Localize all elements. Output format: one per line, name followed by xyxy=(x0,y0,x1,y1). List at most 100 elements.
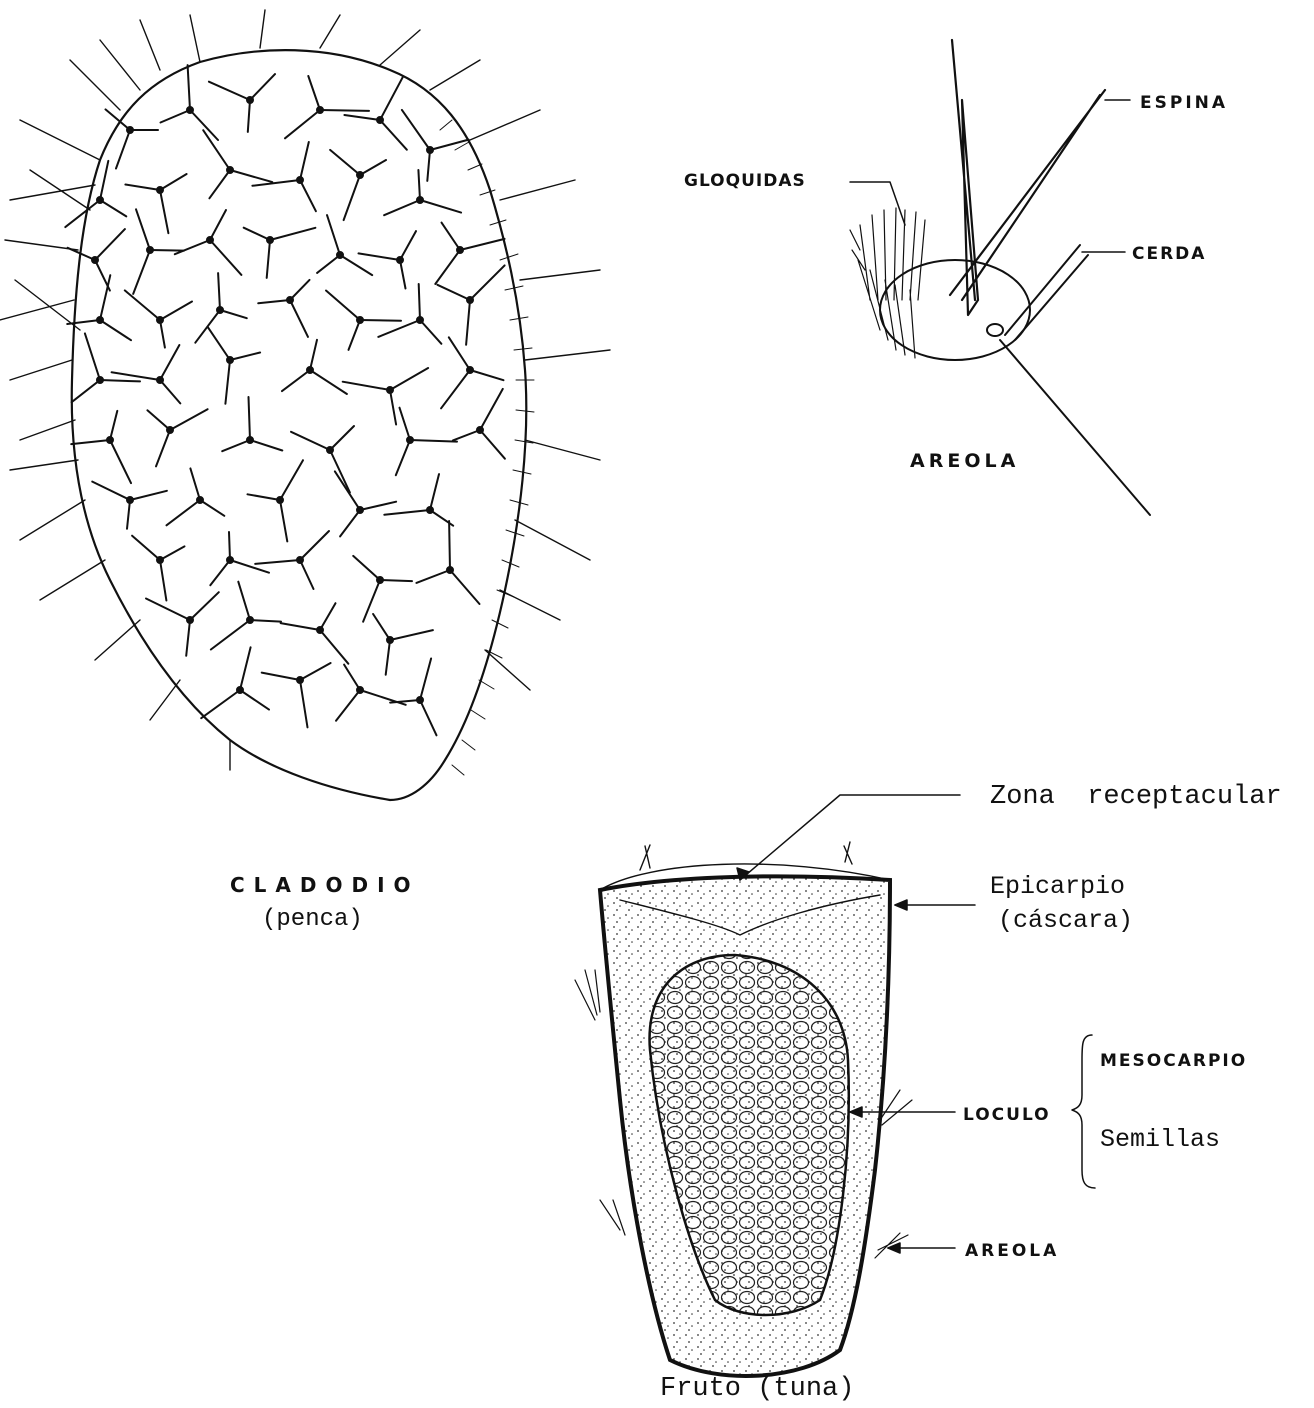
pad-areole-dot xyxy=(287,297,293,303)
pad-areole-dot xyxy=(97,197,103,203)
pad-areole-dot xyxy=(107,437,113,443)
zona-leader xyxy=(740,795,960,880)
pad-spine xyxy=(146,599,190,621)
pad-spine xyxy=(110,411,117,440)
pad-spine xyxy=(258,300,290,303)
pad-areole-dot xyxy=(227,357,233,363)
pad-areole-dot xyxy=(247,437,253,443)
pad-spine xyxy=(336,690,360,721)
espina-label: ESPINA xyxy=(1140,93,1228,113)
pad-areole-dot xyxy=(317,107,323,113)
epicarpio-sub-label: (cáscara) xyxy=(998,906,1133,935)
pad-spine xyxy=(167,500,201,525)
pad-areole-dot xyxy=(277,497,283,503)
pad-spine xyxy=(230,170,272,182)
pad-spine xyxy=(250,620,281,622)
pad-areole-dot xyxy=(417,197,423,203)
pad-areole-dot xyxy=(387,637,393,643)
pad-areole-dot xyxy=(167,427,173,433)
pad-spine xyxy=(420,200,461,213)
pad-spine xyxy=(72,380,100,402)
pad-spine xyxy=(188,65,190,110)
pad-spine xyxy=(240,647,251,690)
cladode-subtitle: (penca) xyxy=(262,906,363,933)
pad-spine xyxy=(100,200,126,216)
gloquidas-label: GLOQUIDAS xyxy=(684,171,806,191)
pad-spine xyxy=(190,592,219,620)
pad-spine xyxy=(209,170,230,198)
pad-spine xyxy=(160,320,165,348)
areole-leader-lines xyxy=(850,100,1130,252)
pad-spine xyxy=(441,370,470,408)
pad-spine xyxy=(300,680,308,727)
pad-areole-dot xyxy=(457,247,463,253)
pad-spine xyxy=(435,250,460,284)
pad-areole-dot xyxy=(157,377,163,383)
pad-spine xyxy=(218,273,220,310)
pad-spine xyxy=(430,474,439,510)
pad-areole-dot xyxy=(417,317,423,323)
pad-spine xyxy=(160,560,166,601)
pad-spine xyxy=(132,536,160,560)
pad-spine xyxy=(160,174,187,190)
pad-spine xyxy=(160,190,168,233)
pad-areole-dot xyxy=(197,497,203,503)
pad-spine xyxy=(238,582,250,620)
pad-spine xyxy=(110,440,131,483)
pad-spine xyxy=(100,380,140,381)
pad-spine xyxy=(160,345,179,380)
cladode-spines xyxy=(65,65,505,735)
pad-spine xyxy=(281,623,320,630)
pad-areole-dot xyxy=(447,567,453,573)
pad-spine xyxy=(390,368,428,390)
pad-spine xyxy=(230,560,269,573)
pad-spine xyxy=(340,255,372,275)
mesocarpio-label: MESOCARPIO xyxy=(1100,1051,1247,1071)
pad-spine xyxy=(416,570,450,583)
pad-spine xyxy=(437,285,470,300)
epicarpio-label: Epicarpio xyxy=(990,872,1125,901)
pad-spine xyxy=(222,440,250,451)
pad-spine xyxy=(470,265,505,300)
pad-spine xyxy=(270,228,315,240)
pad-spine xyxy=(230,353,260,361)
cladode-drawing xyxy=(0,10,610,800)
pad-spine xyxy=(280,500,287,541)
pad-spine xyxy=(150,250,184,251)
pad-spine xyxy=(310,370,347,394)
pad-areole-dot xyxy=(157,557,163,563)
pad-spine xyxy=(344,175,360,220)
pad-areole-dot xyxy=(477,427,483,433)
pad-areole-dot xyxy=(227,557,233,563)
pad-spine xyxy=(420,659,431,701)
pad-spine xyxy=(252,180,300,186)
bristle xyxy=(987,245,1150,515)
pad-areole-dot xyxy=(97,317,103,323)
pad-spine xyxy=(430,140,469,150)
pad-spine xyxy=(400,231,416,260)
pad-spine xyxy=(480,389,503,430)
pad-spine xyxy=(290,300,308,337)
pad-spine xyxy=(125,185,160,191)
pad-spine xyxy=(384,510,430,515)
pad-areole-dot xyxy=(307,367,313,373)
semillas-label: Semillas xyxy=(1100,1125,1220,1154)
pad-spine xyxy=(349,320,361,350)
pad-spine xyxy=(133,250,150,294)
pad-spine xyxy=(160,546,185,560)
pad-areole-dot xyxy=(387,387,393,393)
pad-spine xyxy=(300,663,331,680)
pad-areole-dot xyxy=(357,507,363,513)
pad-spine xyxy=(156,430,170,466)
pad-spine xyxy=(248,494,281,500)
pad-spine xyxy=(160,302,192,321)
pad-spine xyxy=(453,430,480,440)
pad-areole-dot xyxy=(247,617,253,623)
pad-spine xyxy=(308,76,320,110)
pad-spine xyxy=(384,200,420,215)
pad-areole-dot xyxy=(267,237,273,243)
pad-spine xyxy=(282,370,310,391)
pad-spine xyxy=(344,665,360,690)
pad-spine xyxy=(147,410,170,430)
